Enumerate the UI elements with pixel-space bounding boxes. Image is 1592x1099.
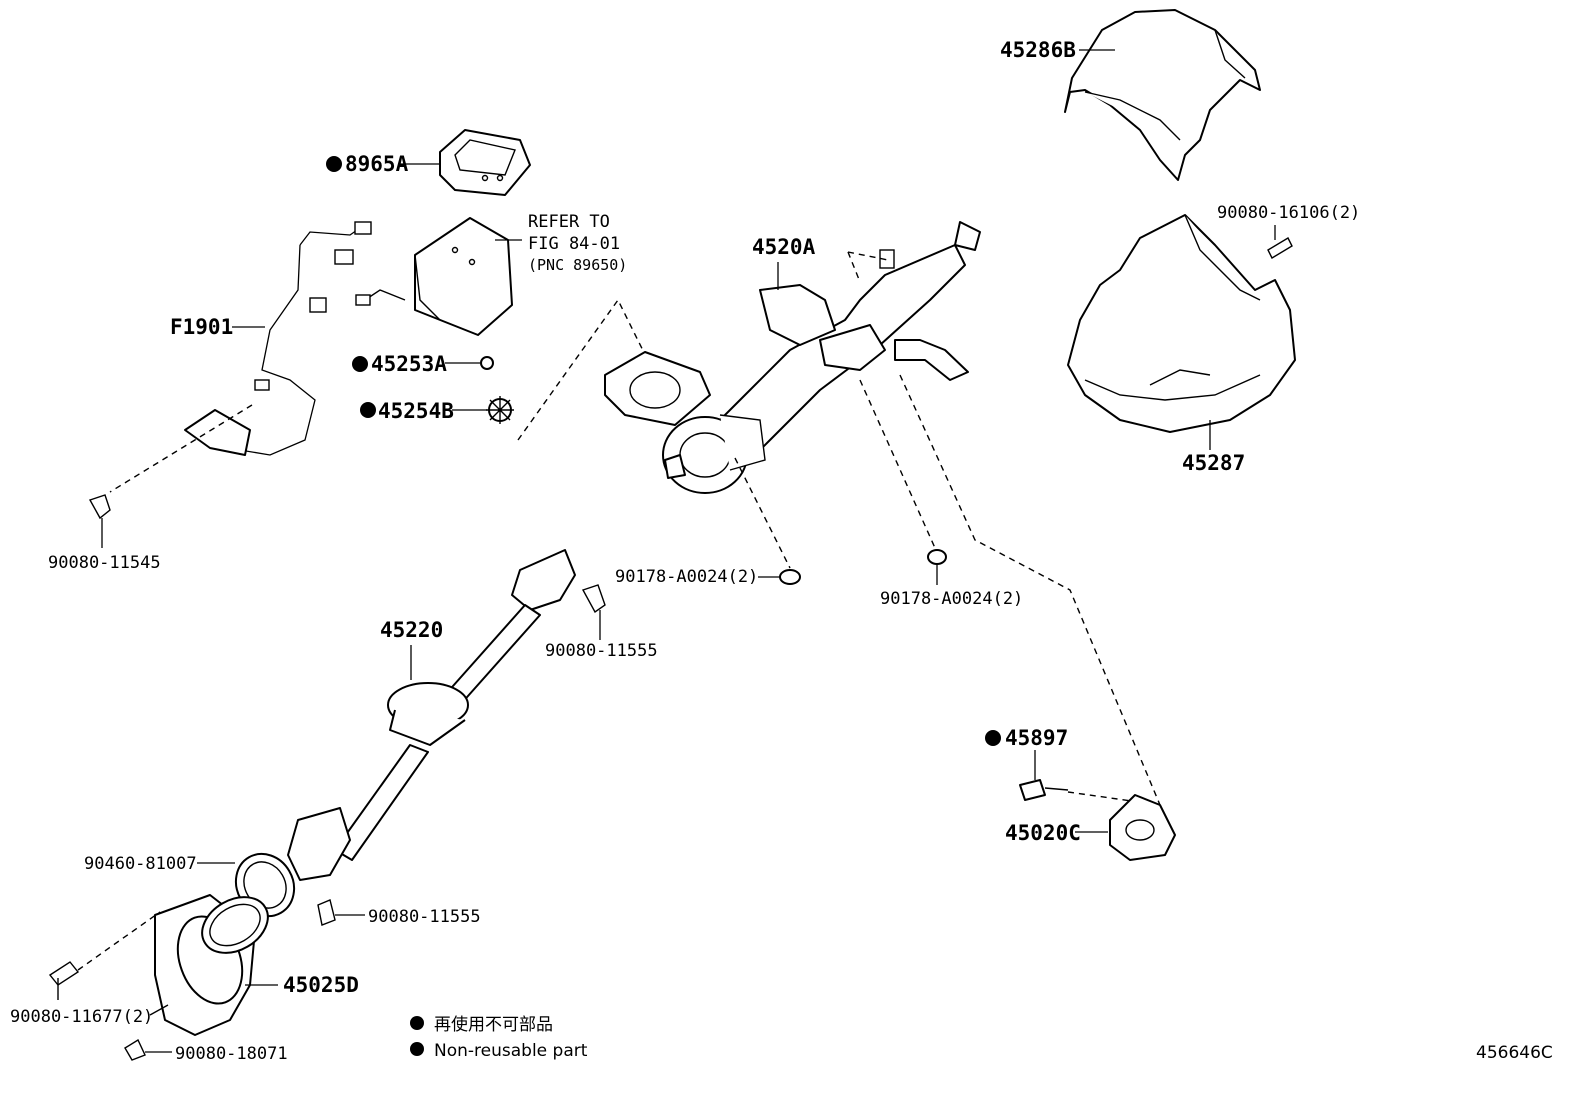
bolt-18071 — [124, 1038, 146, 1061]
nut-90178-b — [927, 549, 947, 565]
label-90178-b: 90178-A0024(2) — [880, 589, 1023, 609]
part-45254B — [486, 396, 514, 424]
non-reusable-marker — [352, 356, 368, 372]
steering-column-4520A — [604, 221, 981, 494]
label-90080-16106: 90080-16106(2) — [1217, 203, 1360, 223]
label-45253A: 45253A — [371, 352, 447, 376]
intermediate-shaft-45220 — [287, 549, 576, 881]
legend-marker-1 — [410, 1016, 424, 1030]
label-90080-11545: 90080-11545 — [48, 553, 161, 573]
figure-id: 456646C — [1476, 1043, 1553, 1063]
lock-45020C — [1109, 794, 1176, 861]
label-8965A: 8965A — [345, 152, 409, 176]
label-90460-81007: 90460-81007 — [84, 854, 197, 874]
label-90178-a: 90178-A0024(2) — [615, 567, 758, 587]
hole-cover-45025D — [154, 894, 269, 1036]
legend-marker-2 — [410, 1042, 424, 1056]
refer-line-1: REFER TO — [528, 212, 610, 232]
label-90080-11677: 90080-11677(2) — [10, 1007, 153, 1027]
label-4520A: 4520A — [752, 235, 816, 259]
label-F1901: F1901 — [170, 315, 233, 339]
upper-column-cover — [1064, 9, 1261, 181]
screw-11545 — [88, 494, 111, 520]
spiral-cable — [355, 217, 513, 336]
lower-column-cover — [1067, 214, 1296, 433]
bolt-11555-a — [581, 584, 606, 614]
label-45220: 45220 — [380, 618, 443, 642]
refer-line-3: (PNC 89650) — [528, 256, 627, 274]
bolt-45897 — [1019, 779, 1069, 801]
label-90080-11555-b: 90080-11555 — [368, 907, 481, 927]
label-90080-18071: 90080-18071 — [175, 1044, 288, 1064]
label-45020C: 45020C — [1005, 821, 1081, 845]
nut-90178-a — [779, 569, 801, 585]
label-45897: 45897 — [1005, 726, 1068, 750]
label-90080-11555-a: 90080-11555 — [545, 641, 658, 661]
refer-line-2: FIG 84-01 — [528, 234, 620, 254]
label-45254B: 45254B — [378, 399, 454, 423]
wire-harness-F1901 — [184, 221, 372, 456]
non-reusable-marker — [360, 402, 376, 418]
non-reusable-marker — [985, 730, 1001, 746]
screw-16106 — [1267, 237, 1293, 259]
label-45286B: 45286B — [1000, 38, 1076, 62]
non-reusable-marker — [326, 156, 342, 172]
label-45025D: 45025D — [283, 973, 359, 997]
bolt-11677 — [48, 961, 80, 1000]
bolt-11555-b — [317, 899, 336, 926]
legend-text-jp: 再使用不可部品 — [434, 1014, 553, 1035]
part-45253A — [480, 356, 494, 370]
connector-8965A — [439, 129, 531, 196]
legend-text-en: Non-reusable part — [434, 1041, 588, 1061]
label-45287: 45287 — [1182, 451, 1245, 475]
legend: 再使用不可部品 Non-reusable part — [410, 1014, 588, 1061]
